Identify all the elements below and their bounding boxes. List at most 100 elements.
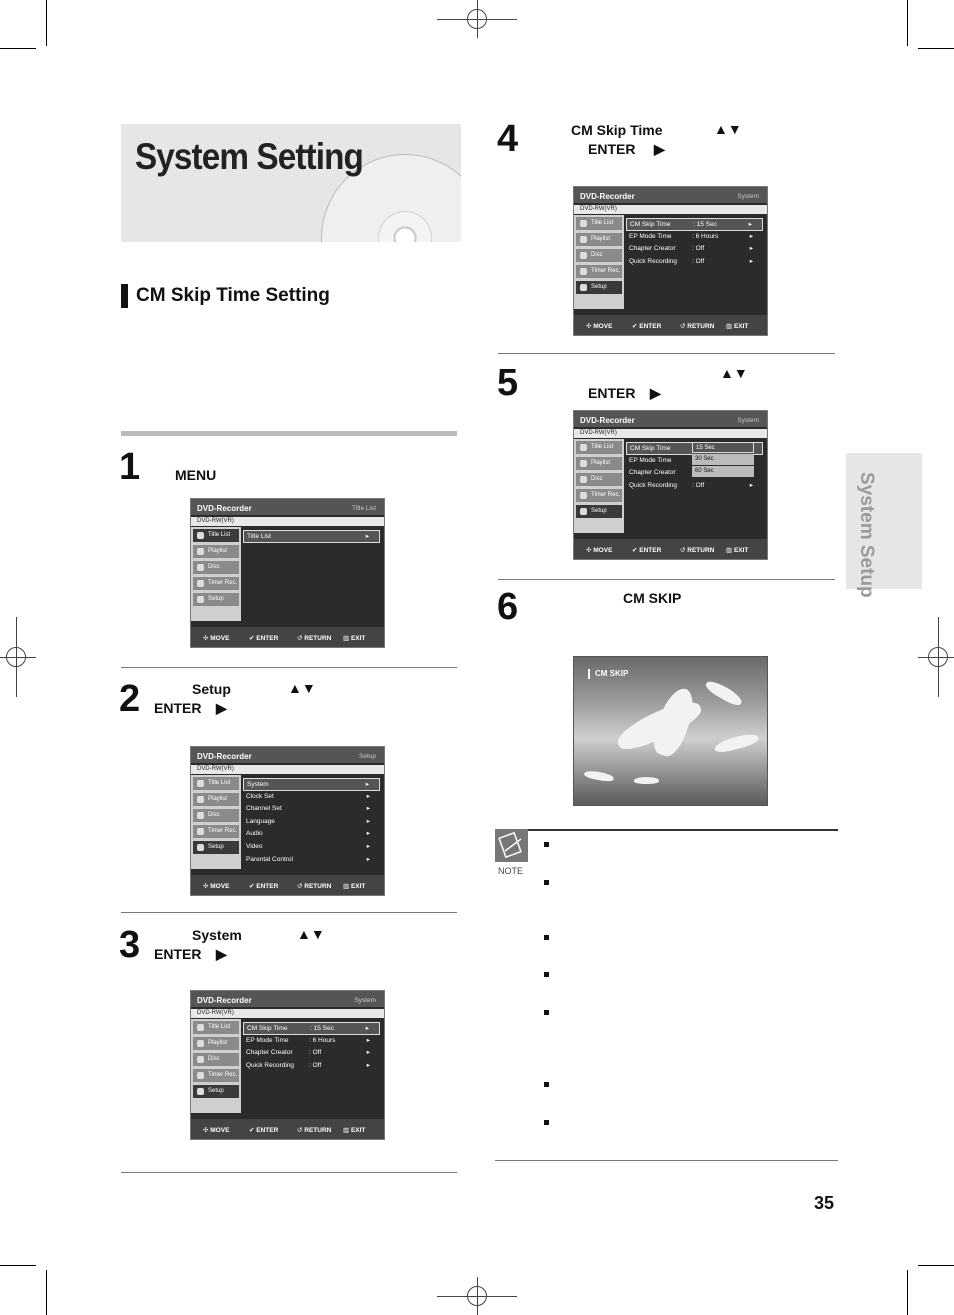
osd-menu-icon [197,780,204,787]
osd-sidebar-item[interactable]: Title List [576,441,622,454]
chevron-right-icon: ▸ [366,855,370,863]
divider [121,667,457,668]
osd-sidebar-item[interactable]: Disc Manager [576,249,622,271]
chevron-right-icon: ▸ [366,805,370,813]
osd-row-label: System [247,781,269,788]
osd-menu-row[interactable]: Video▸ [243,841,380,852]
osd-sidebar-label: Playlist [208,796,228,802]
osd-sidebar-item[interactable]: Disc Manager [193,561,239,583]
osd-submenu-option[interactable]: 30 Sec [692,454,754,465]
osd-menu-tag: Title List [352,505,376,512]
osd-sidebar-item[interactable]: Timer Rec. [576,489,622,502]
osd-sidebar-item[interactable]: Title List [193,1021,239,1034]
osd-menu-icon [197,844,204,851]
osd-menu-row[interactable]: System ▸ [243,778,380,791]
osd-row-label: CM Skip Time [630,221,671,228]
osd-sidebar-item[interactable]: Setup [576,505,622,518]
osd-sidebar-item[interactable]: Playlist [193,545,239,558]
osd-menu-icon [580,236,587,243]
osd-sidebar-item[interactable]: Timer Rec. [193,825,239,838]
step-number: 2 [119,678,141,720]
divider [498,353,835,354]
osd-sidebar-item[interactable]: Disc Manager [193,1053,239,1075]
osd-menu-icon [197,580,204,587]
osd-main-panel: Title List▸ [243,527,380,621]
step-number: 6 [497,586,519,628]
osd-main-panel: CM Skip Time: 15 Sec▸EP Mode Time: 6 Hou… [243,1019,380,1113]
chevron-right-icon: ▸ [366,1036,370,1044]
osd-sidebar-label: Setup [208,844,224,850]
osd-menu-row[interactable]: Channel Set▸ [243,803,380,814]
osd-sidebar-item[interactable]: Playlist [576,233,622,246]
osd-menu-icon [580,444,587,451]
osd-footer: ✣ MOVE✔ ENTER↺ RETURN▥ EXIT [574,315,767,335]
osd-row-value: : 6 Hours [692,232,719,240]
osd-menu-row[interactable]: Clock Set▸ [243,791,380,802]
osd-sidebar-item[interactable]: Setup [576,281,622,294]
chevron-right-icon: ▸ [366,830,370,838]
osd-sidebar-label: Title List [208,1024,231,1030]
osd-sidebar-item[interactable]: Timer Rec. [193,577,239,590]
osd-sidebar-item[interactable]: Title List [576,217,622,230]
osd-menu-row[interactable]: Chapter Creator [626,467,763,478]
arrow-keys-icon: ▲▼ [720,365,748,381]
osd-menu-tag: System [354,997,376,1004]
step-number: 5 [497,362,519,404]
chapter-side-tab [846,453,922,589]
osd-footer-return: ↺ RETURN [297,883,332,890]
osd-menu-row[interactable]: Quick Recording: Off▸ [626,480,763,491]
osd-footer-exit: ▥ EXIT [343,1127,366,1134]
osd-menu-row[interactable]: Language▸ [243,816,380,827]
osd-app-name: DVD-Recorder [580,192,635,201]
osd-sidebar-item[interactable]: Disc Manager [576,473,622,495]
osd-footer-return: ↺ RETURN [680,547,715,554]
osd-row-label: Parental Control [246,855,293,863]
osd-sidebar-item[interactable]: Timer Rec. [576,265,622,278]
osd-sidebar-label: Setup [591,508,607,514]
bullet [544,880,549,885]
osd-disc-type: DVD-RW(VR) [191,1009,384,1018]
osd-sidebar-item[interactable]: Setup [193,1085,239,1098]
osd-row-label: Language [246,817,275,825]
osd-menu-icon [580,492,587,499]
osd-menu-row[interactable]: Title List▸ [243,530,380,543]
osd-menu-row[interactable]: EP Mode Time [626,455,763,466]
osd-app-name: DVD-Recorder [197,504,252,513]
chevron-right-icon: ▸ [365,781,369,788]
osd-menu-row[interactable]: CM Skip Time: 15 Sec▸ [626,218,763,231]
osd-menu-row[interactable]: EP Mode Time: 6 Hours▸ [243,1035,380,1046]
osd-menu-row[interactable]: Parental Control ▸ [243,854,380,865]
step-number: 1 [119,446,141,488]
osd-row-label: Title List [247,533,271,540]
osd-menu-icon [580,460,587,467]
osd-menu-row[interactable]: Quick Recording: Off▸ [626,256,763,267]
osd-menu-row[interactable]: Chapter Creator: Off▸ [626,243,763,254]
right-arrow-icon: ▶ [650,385,661,401]
osd-menu-icon [197,796,204,803]
osd-sidebar-item[interactable]: Playlist [193,793,239,806]
osd-sidebar-item[interactable]: Playlist [576,457,622,470]
osd-sidebar-item[interactable]: Setup [193,593,239,606]
osd-menu-row[interactable]: CM Skip Time: 15 Sec▸ [243,1022,380,1035]
osd-menu-tag: System [737,417,759,424]
osd-menu-row[interactable]: Quick Recording: Off▸ [243,1060,380,1071]
osd-sidebar-label: Title List [591,220,614,226]
osd-submenu-option[interactable]: 60 Sec [692,466,754,477]
osd-sidebar-item[interactable]: Playlist [193,1037,239,1050]
osd-sidebar-item[interactable]: Timer Rec. [193,1069,239,1082]
osd-menu-row[interactable]: EP Mode Time: 6 Hours▸ [626,231,763,242]
osd-sidebar-item[interactable]: Setup [193,841,239,854]
osd-submenu-option[interactable]: 15 Sec [692,442,754,453]
osd-row-label: Quick Recording [629,481,678,489]
osd-sidebar-item[interactable]: Disc Manager [193,809,239,831]
note-label: NOTE [498,866,524,876]
osd-menu-row[interactable]: Chapter Creator: Off▸ [243,1047,380,1058]
osd-menu-row[interactable]: Audio▸ [243,828,380,839]
osd-sidebar-label: Playlist [208,1040,228,1046]
osd-sidebar-label: Timer Rec. [591,492,621,498]
osd-sidebar-item[interactable]: Title List [193,777,239,790]
osd-sidebar-item[interactable]: Title List [193,529,239,542]
